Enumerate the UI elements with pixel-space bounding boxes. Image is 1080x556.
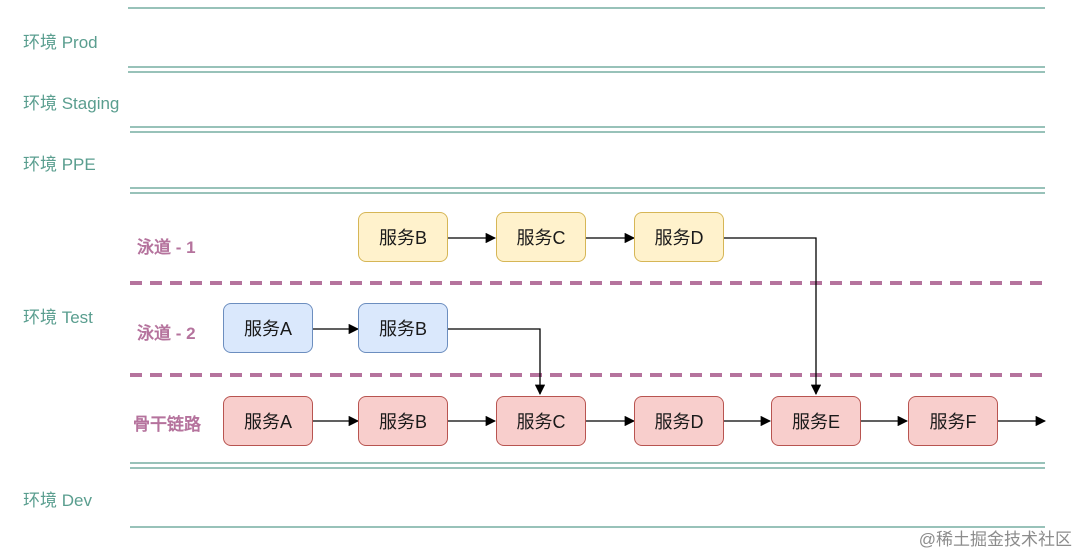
watermark: @稀土掘金技术社区 [918, 530, 1072, 549]
backbone-service-a[interactable]: 服务A [223, 396, 313, 446]
env-label-test: 环境 Test [23, 308, 93, 327]
env-label-dev: 环境 Dev [23, 491, 92, 510]
backbone-service-f[interactable]: 服务F [908, 396, 998, 446]
env-label-staging: 环境 Staging [23, 94, 120, 113]
env-label-prod: 环境 Prod [23, 33, 98, 52]
lane2-service-b[interactable]: 服务B [358, 303, 448, 353]
lane2-service-a[interactable]: 服务A [223, 303, 313, 353]
lane1-service-d[interactable]: 服务D [634, 212, 724, 262]
arrow-connectors [313, 232, 1047, 427]
backbone-service-c[interactable]: 服务C [496, 396, 586, 446]
env-divider-lines [128, 7, 1045, 528]
lane1-service-c[interactable]: 服务C [496, 212, 586, 262]
lane-label-1: 泳道 - 1 [137, 238, 196, 257]
env-label-ppe: 环境 PPE [23, 155, 96, 174]
lane1-service-b[interactable]: 服务B [358, 212, 448, 262]
backbone-service-e[interactable]: 服务E [771, 396, 861, 446]
lane-divider-lines [130, 281, 1045, 377]
lane-label-backbone: 骨干链路 [133, 415, 201, 434]
lane-label-2: 泳道 - 2 [137, 324, 196, 343]
backbone-service-d[interactable]: 服务D [634, 396, 724, 446]
backbone-service-b[interactable]: 服务B [358, 396, 448, 446]
